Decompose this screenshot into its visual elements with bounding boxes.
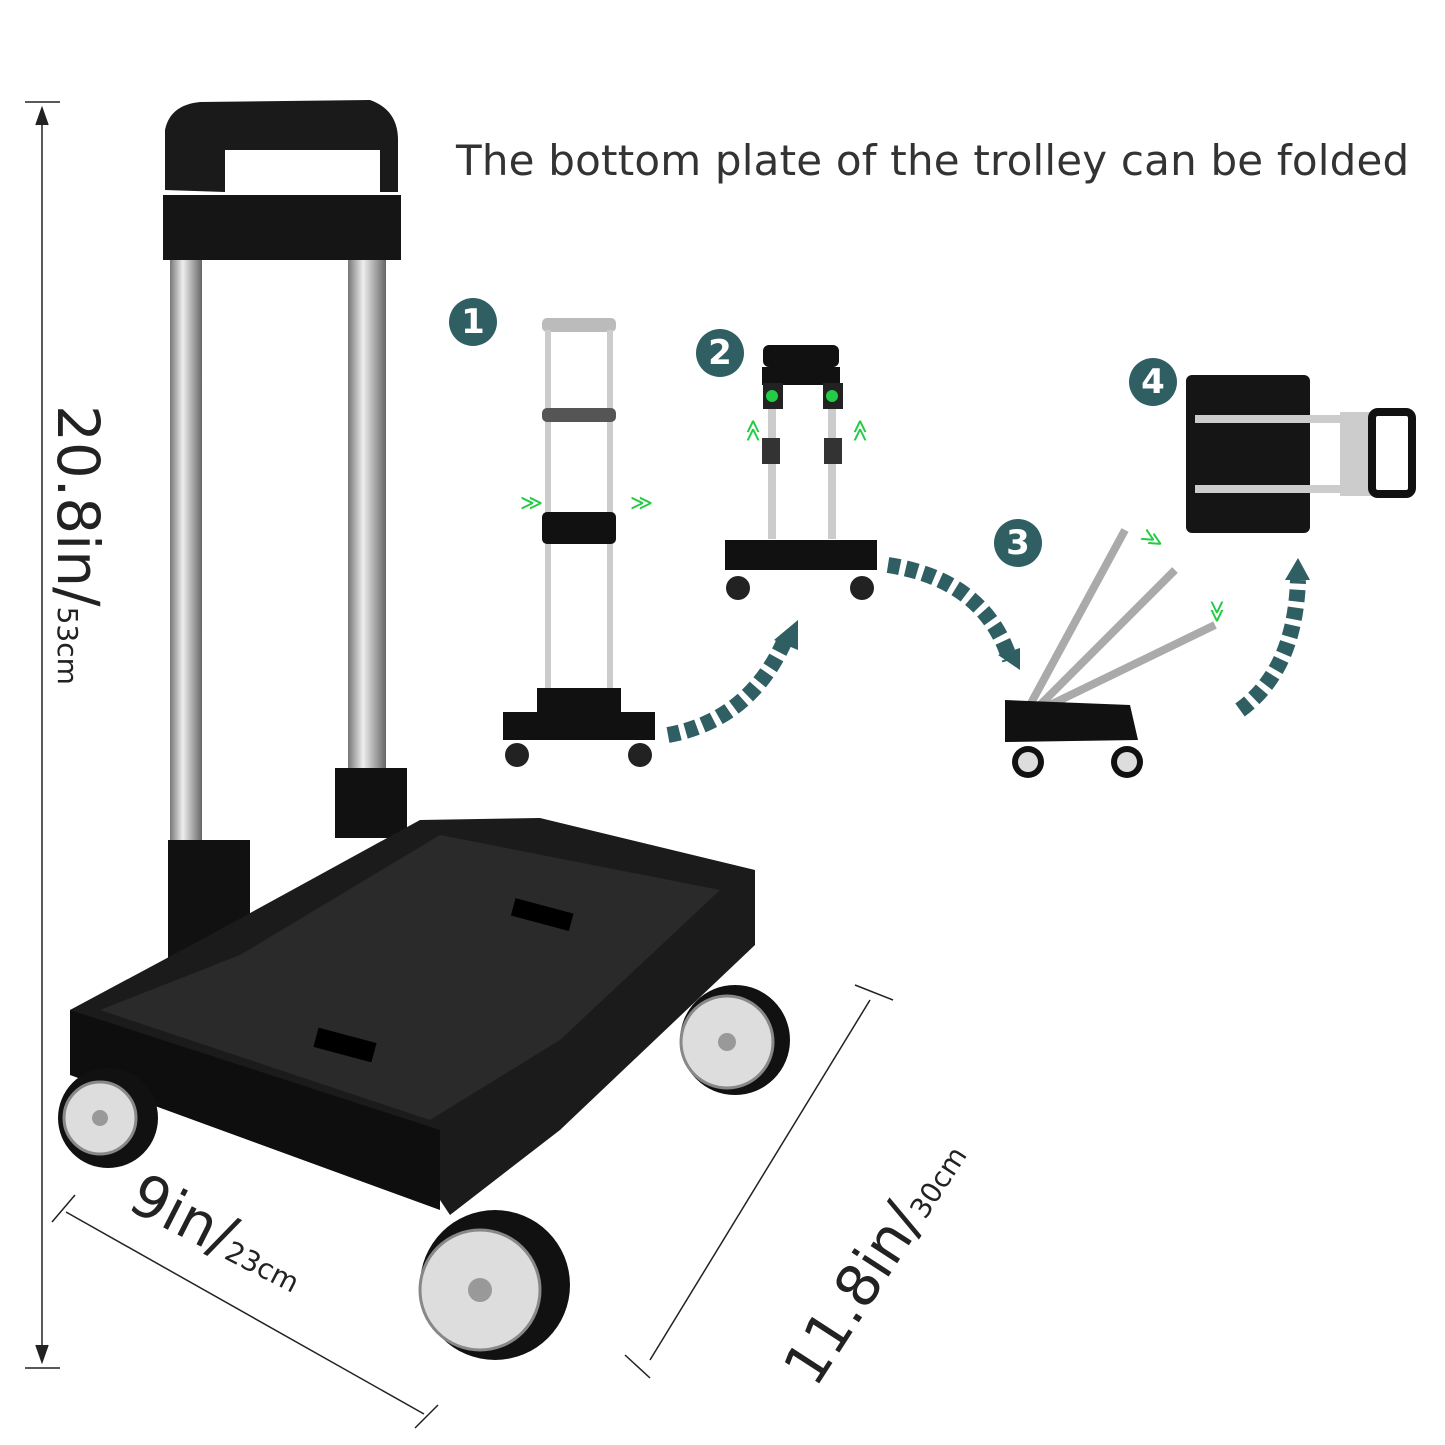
height-dimension-label: 20.8in/53cm — [44, 405, 112, 685]
height-inches: 20.8in/ — [44, 405, 112, 607]
step-badge-1: 1 — [449, 298, 497, 346]
depth-dimension-line — [624, 984, 894, 1379]
wheel — [418, 1210, 570, 1360]
fold-direction-arrows — [666, 557, 1306, 743]
step-badge-2: 2 — [696, 329, 744, 377]
svg-text:≫: ≫ — [848, 419, 873, 442]
svg-text:≫: ≫ — [1136, 523, 1168, 556]
svg-text:≫: ≫ — [630, 491, 653, 516]
height-cm: 53cm — [51, 606, 84, 685]
step-4-folded-trolley — [1186, 375, 1416, 533]
height-dimension-line — [25, 101, 60, 1369]
width-dimension-line — [51, 1194, 439, 1429]
svg-text:≫: ≫ — [1204, 600, 1229, 623]
svg-text:≫: ≫ — [520, 491, 543, 516]
step-badge-4: 4 — [1129, 358, 1177, 406]
step-1-trolley: ≫≫ — [503, 318, 655, 767]
step-2-trolley: ≫ ≫ — [725, 345, 877, 600]
wheel — [58, 1068, 158, 1168]
wheel — [679, 985, 790, 1095]
headline: The bottom plate of the trolley can be f… — [456, 136, 1410, 185]
step-badge-3: 3 — [994, 519, 1042, 567]
arrow-heads — [774, 558, 1310, 670]
main-trolley — [58, 100, 790, 1360]
step-3-trolley: ≫ ≫ — [1005, 523, 1229, 778]
svg-text:≫: ≫ — [741, 419, 766, 442]
